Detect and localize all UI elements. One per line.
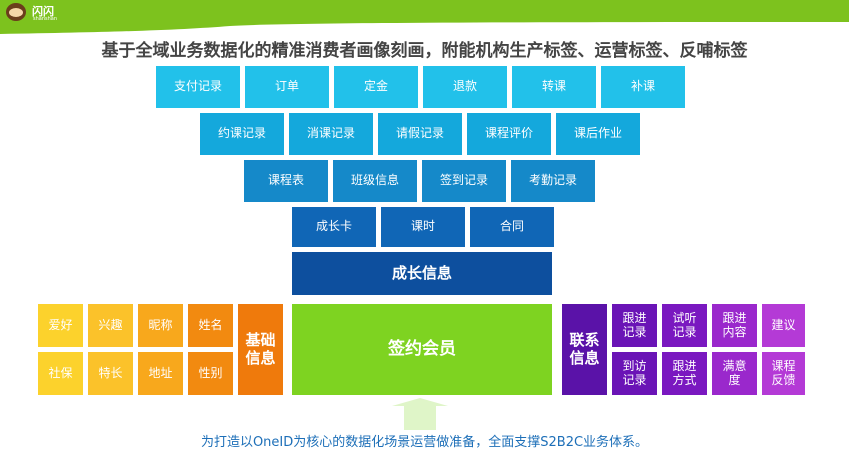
basic-tag: 姓名 [188, 304, 233, 347]
basic-tag: 兴趣 [88, 304, 133, 347]
logo-sub: shanshan [33, 16, 58, 22]
basic-info-label: 基础信息 [238, 304, 283, 395]
signed-member-box: 签约会员 [292, 304, 552, 395]
contact-tag: 跟进内容 [712, 304, 757, 347]
monkey-icon [6, 3, 26, 21]
basic-tag: 地址 [138, 352, 183, 395]
contact-tag: 满意度 [712, 352, 757, 395]
logo: 闪闪 shanshan [4, 2, 74, 24]
tag-box: 签到记录 [422, 160, 506, 202]
tag-box: 课时 [381, 207, 465, 247]
logo-name: 闪闪 [32, 5, 54, 18]
contact-info-label: 联系信息 [562, 304, 607, 395]
up-arrow-icon [392, 398, 448, 430]
contact-tag: 到访记录 [612, 352, 657, 395]
tag-box: 支付记录 [156, 66, 240, 108]
page-title: 基于全域业务数据化的精准消费者画像刻画，附能机构生产标签、运营标签、反哺标签 [101, 41, 748, 61]
tag-box: 补课 [601, 66, 685, 108]
contact-tag: 跟进记录 [612, 304, 657, 347]
header-band [0, 0, 849, 34]
tag-box: 合同 [470, 207, 554, 247]
contact-tag: 跟进方式 [662, 352, 707, 395]
tag-box: 请假记录 [378, 113, 462, 155]
tag-box: 转课 [512, 66, 596, 108]
growth-info-box: 成长信息 [292, 252, 552, 295]
tag-box: 约课记录 [200, 113, 284, 155]
basic-tag: 性别 [188, 352, 233, 395]
tag-box: 定金 [334, 66, 418, 108]
footer-caption: 为打造以OneID为核心的数据化场景运营做准备，全面支撑S2B2C业务体系。 [200, 435, 649, 450]
tag-box: 成长卡 [292, 207, 376, 247]
basic-info-text: 基础信息 [245, 331, 276, 367]
contact-tag: 试听记录 [662, 304, 707, 347]
basic-tag: 特长 [88, 352, 133, 395]
tag-box: 课后作业 [556, 113, 640, 155]
basic-tag: 昵称 [138, 304, 183, 347]
tag-box: 课程评价 [467, 113, 551, 155]
tag-box: 消课记录 [289, 113, 373, 155]
contact-tag: 课程反馈 [762, 352, 805, 395]
tag-box: 班级信息 [333, 160, 417, 202]
tag-box: 课程表 [244, 160, 328, 202]
tag-box: 考勤记录 [511, 160, 595, 202]
basic-tag: 社保 [38, 352, 83, 395]
basic-tag: 爱好 [38, 304, 83, 347]
tag-box: 退款 [423, 66, 507, 108]
contact-tag: 建议 [762, 304, 805, 347]
contact-info-text: 联系信息 [569, 331, 600, 367]
tag-box: 订单 [245, 66, 329, 108]
